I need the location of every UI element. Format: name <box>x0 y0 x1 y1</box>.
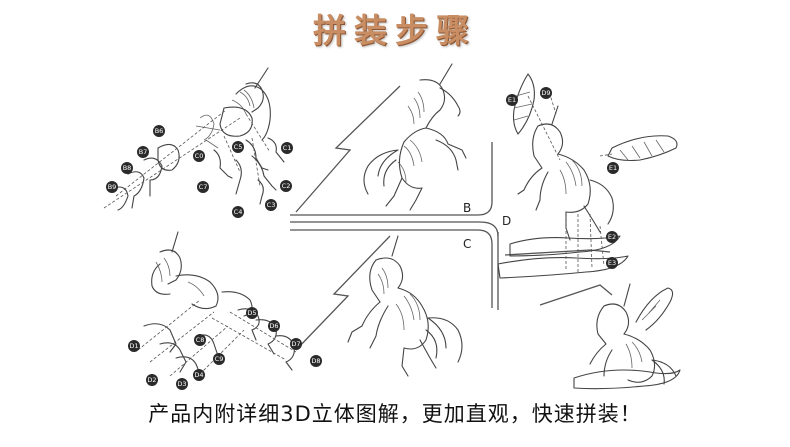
part-tag-label: D1 <box>129 342 138 350</box>
part-tag-label: B6 <box>155 127 164 135</box>
part-tag-label: B9 <box>108 183 117 191</box>
part-tag-circle <box>194 334 206 346</box>
part-tag-circle <box>606 231 618 243</box>
part-tag-label: C0 <box>195 152 204 160</box>
zigzag-bottom <box>295 235 391 351</box>
part-tag-circle <box>265 199 277 211</box>
divider-b <box>290 142 493 216</box>
part-tag-circle <box>106 181 118 193</box>
step-label-b: B <box>463 201 471 215</box>
zigzag-top <box>295 85 401 213</box>
part-tag-circle <box>506 94 518 106</box>
part-tag-circle <box>281 142 293 154</box>
part-tag-label: C4 <box>234 208 243 216</box>
part-tag-label: C2 <box>282 182 291 190</box>
part-tag-circle <box>146 374 158 386</box>
part-tag-label: C7 <box>199 183 208 191</box>
exploded-unicorn-top: B6 B7 B8 B9 C0 C7 C5 C1 C2 C3 C4 <box>103 67 293 218</box>
part-tag-label: E1 <box>609 164 617 172</box>
part-tag-label: E1 <box>508 96 516 104</box>
step-label-d: D <box>502 214 511 228</box>
part-tag-label: B7 <box>139 148 148 156</box>
footer-caption: 产品内附详细3D立体图解，更加直观，快速拼装！ <box>148 402 642 426</box>
part-tag-circle <box>193 369 205 381</box>
part-tag-circle <box>137 146 149 158</box>
part-tag-label: D7 <box>291 340 300 348</box>
unicorn-step-d: E1 D9 E1 E2 E3 <box>497 73 678 279</box>
part-tag-circle <box>606 257 618 269</box>
part-tag-circle <box>193 150 205 162</box>
winged-unicorn-final <box>573 283 681 390</box>
part-tag-circle <box>540 87 552 99</box>
part-tag-circle <box>213 353 225 365</box>
part-tag-label: E3 <box>608 259 616 267</box>
part-tag-label: D9 <box>541 89 550 97</box>
part-tag-circle <box>197 181 209 193</box>
part-tag-circle <box>290 338 302 350</box>
part-tag-circle <box>121 162 133 174</box>
step-label-c: C <box>463 237 471 251</box>
page-title: 拼装步骤 <box>313 11 477 50</box>
part-tag-circle <box>246 307 258 319</box>
part-tag-circle <box>268 320 280 332</box>
part-tag-label: C8 <box>196 336 205 344</box>
unicorn-step-b <box>363 63 467 211</box>
part-tag-label: D2 <box>147 376 156 384</box>
part-tag-circle <box>607 162 619 174</box>
part-tag-circle <box>232 141 244 153</box>
divider-d-top <box>290 221 499 237</box>
part-tag-label: C1 <box>283 144 292 152</box>
part-tag-label: D8 <box>311 357 320 365</box>
part-tag-label: D6 <box>269 322 278 330</box>
arrow-d1 <box>504 249 611 256</box>
part-tag-label: C9 <box>215 355 224 363</box>
part-tag-label: D5 <box>247 309 256 317</box>
step-dividers <box>290 85 613 351</box>
unicorn-step-c <box>347 235 463 377</box>
part-tag-circle <box>310 355 322 367</box>
exploded-unicorn-bottom: D1 D2 D3 D4 C8 C9 D5 D6 D7 D8 <box>128 231 322 390</box>
part-tag-label: C3 <box>267 201 276 209</box>
part-tag-circle <box>128 340 140 352</box>
part-tag-label: C5 <box>234 143 243 151</box>
part-tag-circle <box>280 180 292 192</box>
part-tag-label: B8 <box>123 164 132 172</box>
part-tag-label: D4 <box>194 371 203 379</box>
part-tag-label: E2 <box>608 233 616 241</box>
part-tag-circle <box>153 125 165 137</box>
arrow-d2 <box>539 284 613 306</box>
part-tag-circle <box>232 206 244 218</box>
part-tag-circle <box>176 378 188 390</box>
divider-c <box>290 229 493 308</box>
part-tag-label: D3 <box>177 380 186 388</box>
